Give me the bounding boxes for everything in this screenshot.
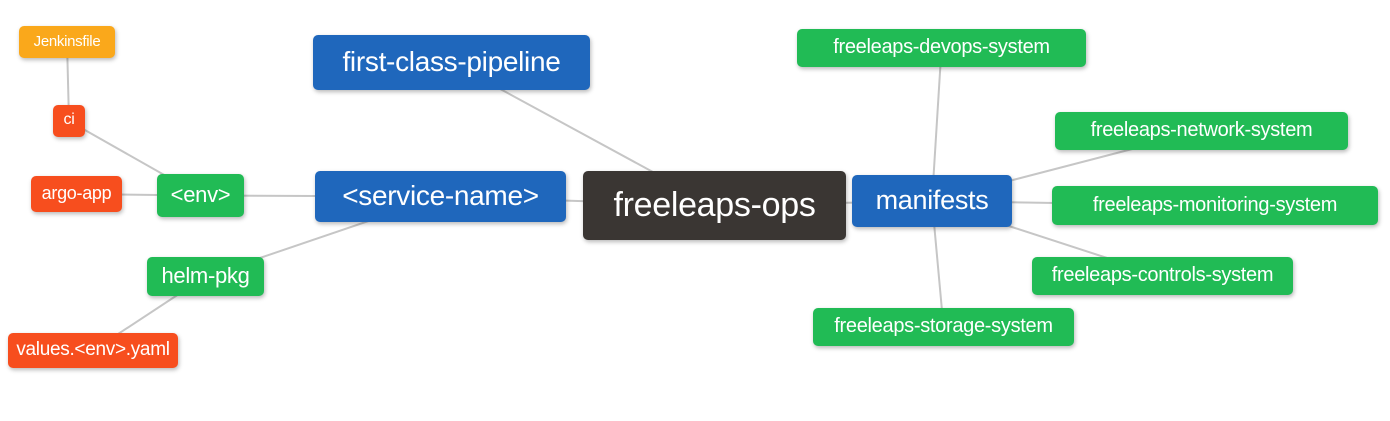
node-label: <service-name>: [342, 179, 539, 211]
node-freeleaps-ops[interactable]: freeleaps-ops: [583, 171, 846, 240]
node-label: values.<env>.yaml: [16, 339, 170, 360]
node-label: freeleaps-monitoring-system: [1092, 193, 1338, 216]
node-label: argo-app: [41, 183, 112, 203]
node-env[interactable]: <env>: [157, 174, 244, 217]
node-freeleaps-monitoring-system[interactable]: freeleaps-monitoring-system: [1052, 186, 1378, 225]
node-label: ci: [63, 111, 75, 128]
node-label: freeleaps-storage-system: [834, 315, 1053, 337]
node-values-env-yaml[interactable]: values.<env>.yaml: [8, 333, 178, 368]
node-label: <env>: [170, 181, 231, 207]
node-label: manifests: [875, 184, 989, 215]
node-label: Jenkinsfile: [33, 32, 101, 50]
node-ci[interactable]: ci: [53, 105, 85, 137]
node-argo-app[interactable]: argo-app: [31, 176, 122, 212]
node-helm-pkg[interactable]: helm-pkg: [147, 257, 264, 296]
node-jenkinsfile[interactable]: Jenkinsfile: [19, 26, 115, 58]
node-freeleaps-storage-system[interactable]: freeleaps-storage-system: [813, 308, 1074, 346]
node-label: freeleaps-ops: [613, 185, 816, 224]
node-label: freeleaps-controls-system: [1051, 264, 1274, 286]
node-freeleaps-devops-system[interactable]: freeleaps-devops-system: [797, 29, 1086, 67]
node-freeleaps-controls-system[interactable]: freeleaps-controls-system: [1032, 257, 1293, 295]
node-service-name[interactable]: <service-name>: [315, 171, 566, 222]
node-first-class-pipeline[interactable]: first-class-pipeline: [313, 35, 590, 90]
node-label: first-class-pipeline: [342, 45, 561, 77]
node-label: helm-pkg: [161, 262, 250, 288]
node-label: freeleaps-network-system: [1090, 119, 1313, 141]
node-freeleaps-network-system[interactable]: freeleaps-network-system: [1055, 112, 1348, 150]
node-label: freeleaps-devops-system: [833, 36, 1050, 58]
node-manifests[interactable]: manifests: [852, 175, 1012, 227]
